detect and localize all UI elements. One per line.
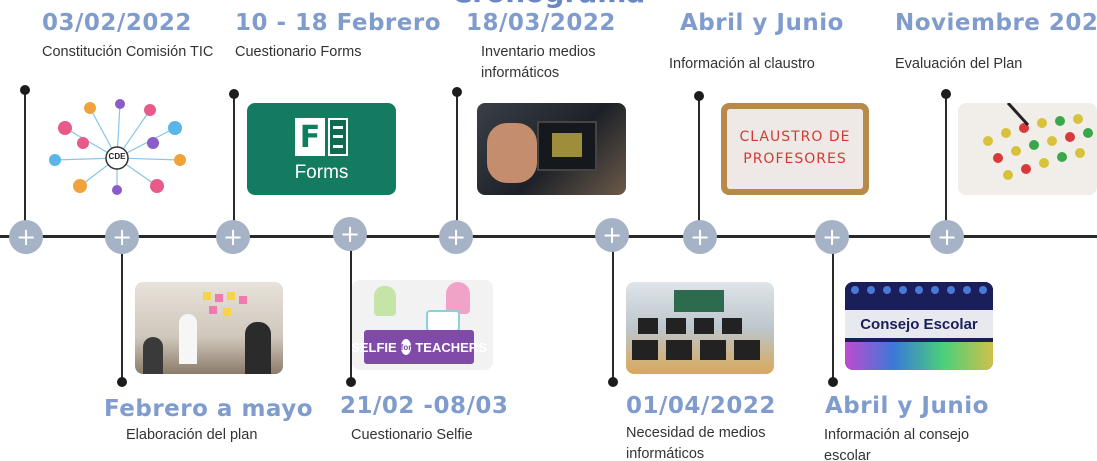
stem-1: [24, 90, 26, 237]
event-date-7: 21/02 -08/03: [340, 393, 509, 419]
consejo-label: Consejo Escolar: [845, 310, 993, 338]
stem-dot-7: [346, 377, 356, 387]
expand-node-4[interactable]: +: [333, 217, 367, 251]
claustro-image: CLAUSTRO DE PROFESORES: [721, 103, 869, 195]
timeline-title: Cronograma: [0, 0, 1097, 9]
event-date-2: 10 - 18 Febrero: [235, 10, 442, 36]
expand-node-2[interactable]: +: [105, 220, 139, 254]
event-date-1: 03/02/2022: [42, 10, 192, 36]
stem-dot-1: [20, 85, 30, 95]
forms-image: F Forms: [247, 103, 396, 195]
hardware-image: [477, 103, 626, 195]
selfie-word: SELFIE: [352, 339, 397, 355]
event-date-5: Noviembre 2022: [895, 10, 1097, 36]
stem-2: [233, 94, 235, 237]
timeline-axis: [0, 235, 1097, 238]
stem-dot-8: [608, 377, 618, 387]
stem-6: [121, 237, 123, 381]
expand-node-9[interactable]: +: [930, 220, 964, 254]
expand-node-5[interactable]: +: [439, 220, 473, 254]
stem-dot-6: [117, 377, 127, 387]
event-desc-6: Elaboración del plan: [126, 427, 258, 443]
meeting-image: [135, 282, 283, 374]
event-date-3: 18/03/2022: [466, 10, 616, 36]
cde-network-image: CDE: [45, 98, 190, 196]
stem-dot-2: [229, 89, 239, 99]
selfie-badge: SELFIE for TEACHERS: [352, 330, 487, 364]
computer-lab-image: [626, 282, 774, 374]
claustro-line-1: CLAUSTRO DE: [739, 129, 851, 146]
claustro-line-2: PROFESORES: [743, 151, 847, 167]
selfie-teachers: TEACHERS: [415, 339, 487, 355]
expand-node-3[interactable]: +: [216, 220, 250, 254]
evaluation-image: [958, 103, 1097, 195]
event-date-6: Febrero a mayo: [104, 396, 314, 422]
stem-dot-9: [828, 377, 838, 387]
event-desc-1: Constitución Comisión TIC: [42, 44, 214, 60]
stem-dot-4: [694, 91, 704, 101]
event-desc-9: Información al consejo escolar: [824, 427, 970, 461]
cde-label: CDE: [108, 152, 126, 161]
stem-7: [350, 237, 352, 381]
event-date-8: 01/04/2022: [626, 393, 776, 419]
forms-label: Forms: [294, 162, 349, 183]
stem-3: [456, 92, 458, 237]
stem-5: [945, 94, 947, 237]
event-date-9: Abril y Junio: [825, 393, 989, 419]
selfie-for: for: [400, 339, 412, 355]
selfie-image: SELFIE for TEACHERS: [352, 280, 493, 370]
event-desc-3: Inventario medios informáticos: [481, 44, 596, 82]
event-desc-4: Información al claustro: [669, 56, 815, 72]
expand-node-6[interactable]: +: [595, 218, 629, 252]
forms-letter: F: [295, 118, 325, 156]
event-desc-7: Cuestionario Selfie: [351, 427, 473, 443]
event-date-4: Abril y Junio: [680, 10, 844, 36]
forms-logo-icon: F: [295, 118, 348, 156]
expand-node-7[interactable]: +: [683, 220, 717, 254]
stem-dot-5: [941, 89, 951, 99]
stem-8: [612, 237, 614, 381]
event-desc-2: Cuestionario Forms: [235, 44, 362, 60]
event-desc-5: Evaluación del Plan: [895, 56, 1023, 72]
consejo-escolar-image: Consejo Escolar: [845, 282, 993, 370]
stem-9: [832, 237, 834, 381]
event-desc-8: Necesidad de medios informáticos: [626, 425, 766, 461]
expand-node-1[interactable]: +: [9, 220, 43, 254]
stem-dot-3: [452, 87, 462, 97]
expand-node-8[interactable]: +: [815, 220, 849, 254]
stem-4: [698, 96, 700, 237]
